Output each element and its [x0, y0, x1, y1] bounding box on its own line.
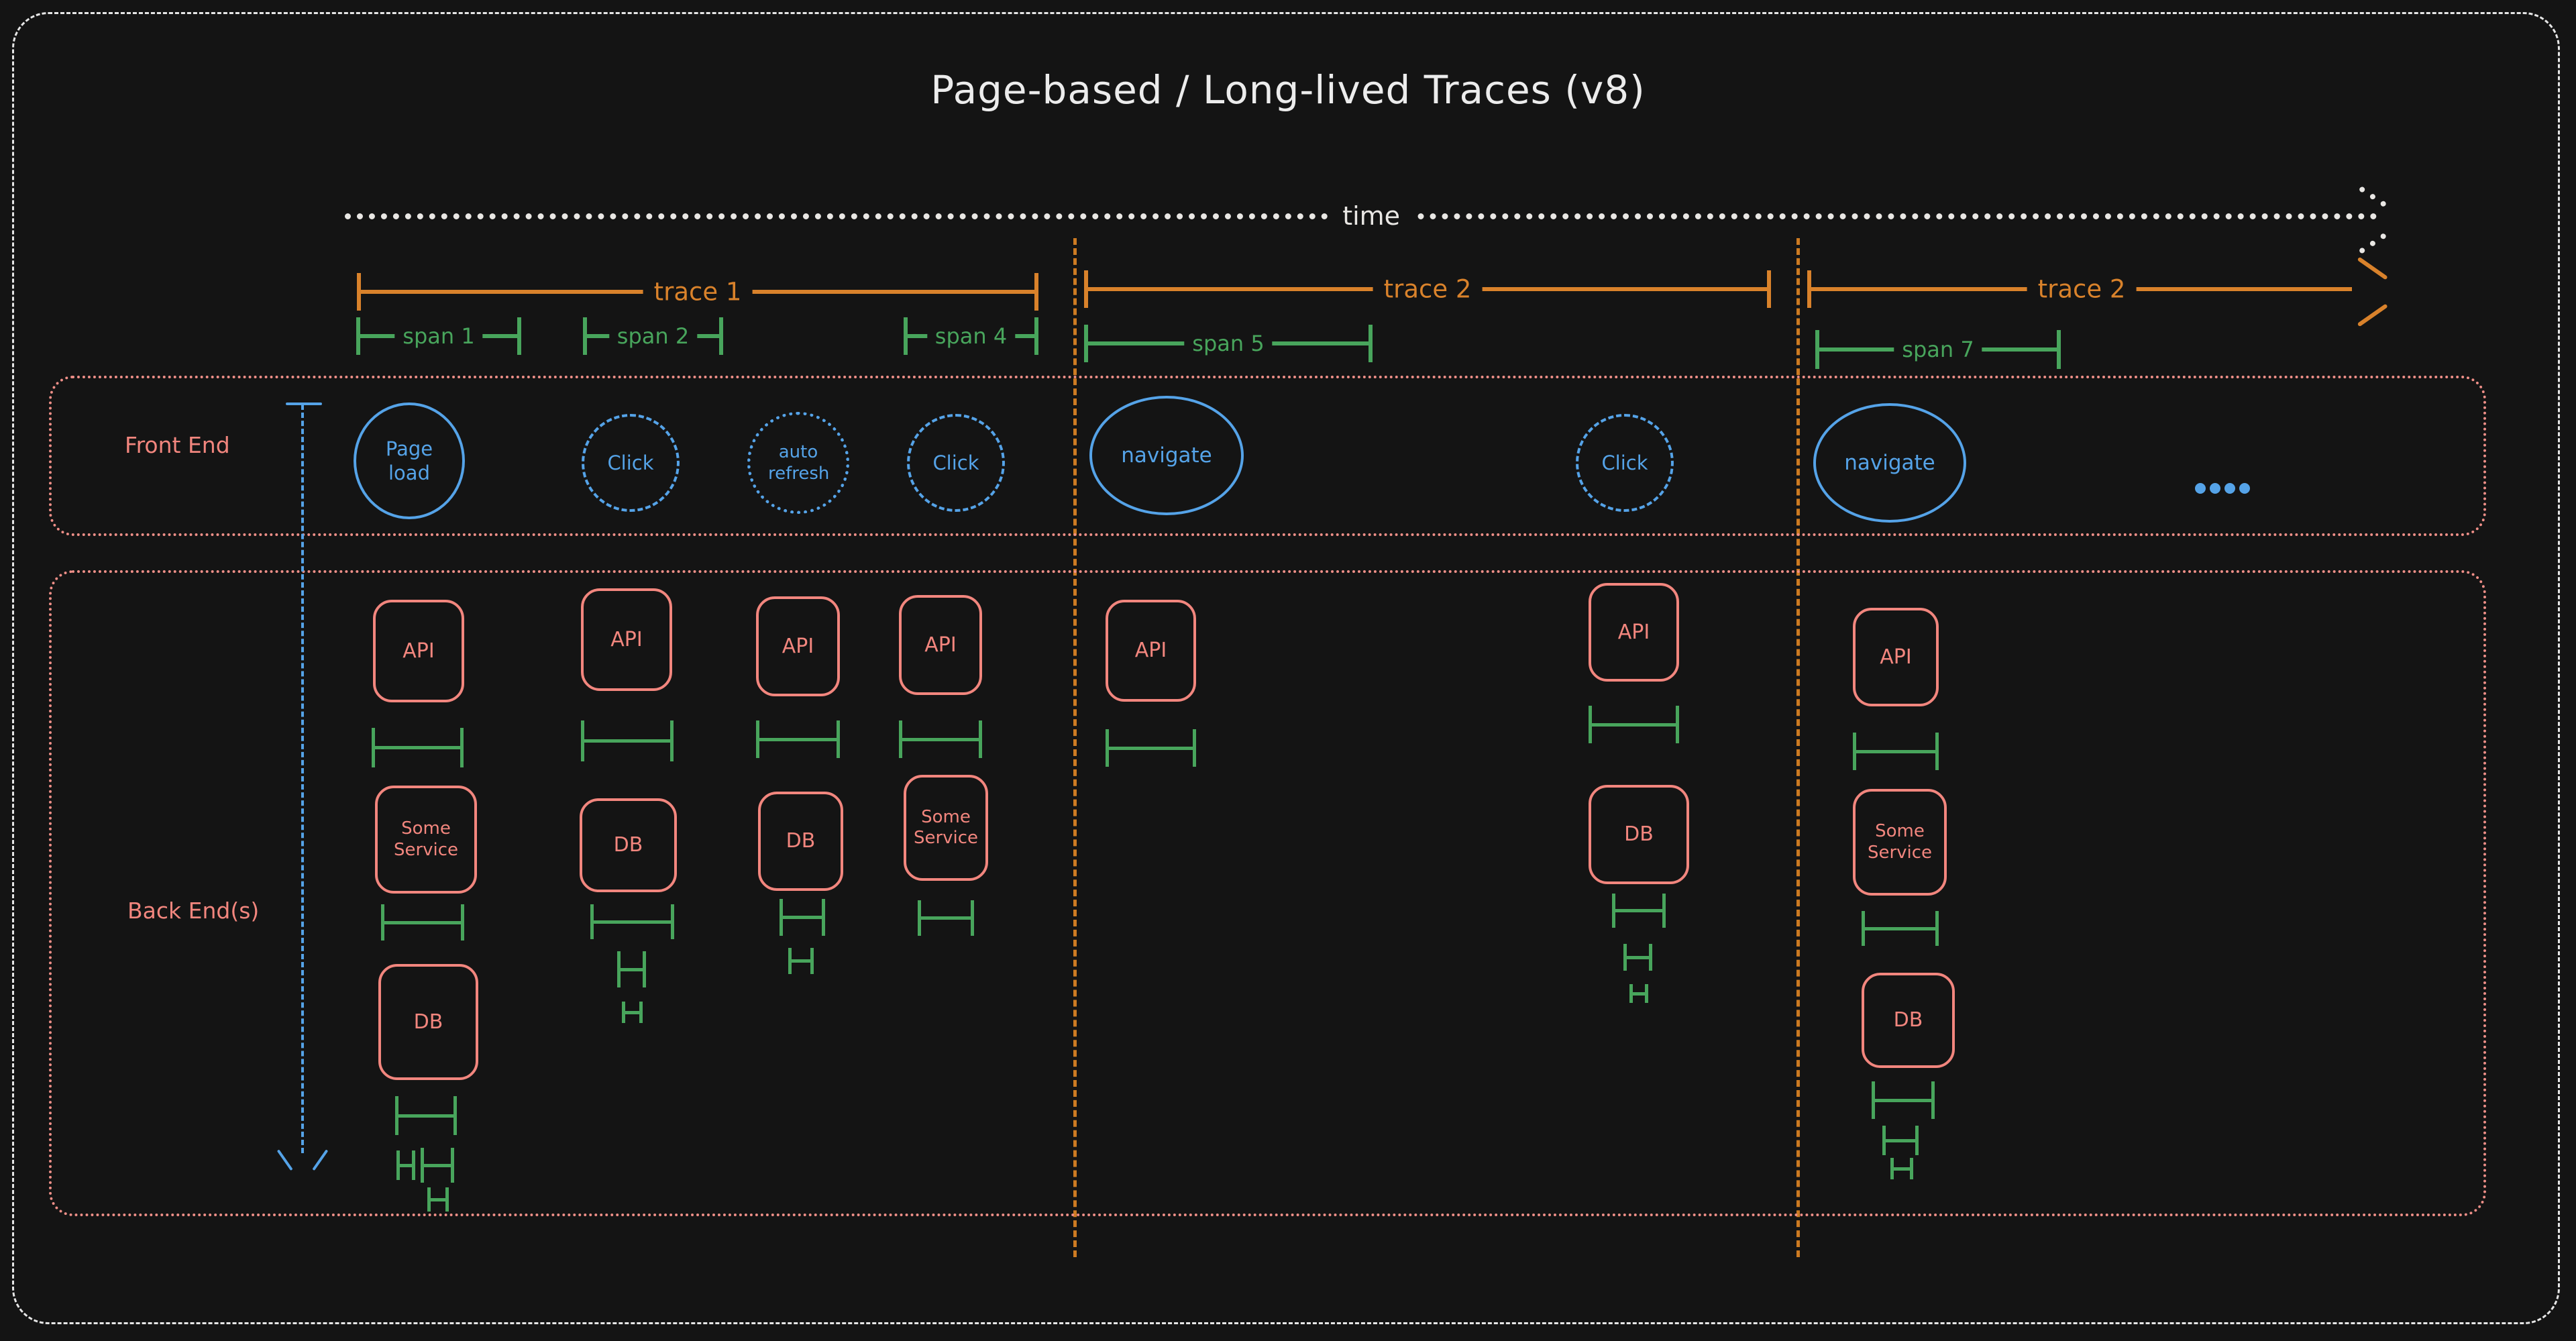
span-1-label: span 1 — [394, 323, 483, 349]
span-5-label: span 5 — [1184, 331, 1273, 356]
span-ibeam — [1882, 1126, 1919, 1155]
frontend-lane-label: Front End — [125, 432, 230, 458]
span-ibeam — [395, 1096, 457, 1135]
span-ibeam — [756, 720, 840, 758]
span-ibeam — [1106, 729, 1196, 767]
page-load-event: Page load — [354, 403, 465, 519]
page-load-event-label: Page load — [385, 437, 433, 484]
span-4-label: span 4 — [926, 323, 1016, 349]
navigate-event: navigate — [1089, 396, 1244, 515]
span-ibeam — [427, 1187, 449, 1212]
db-box: DB — [758, 792, 843, 891]
some-service-box-label: Some Service — [393, 818, 459, 860]
api-box-label: API — [1134, 639, 1167, 662]
span-ibeam — [372, 728, 464, 767]
trace-separator — [1073, 238, 1077, 1257]
span-ibeam — [590, 904, 674, 939]
auto-refresh-event-label: auto refresh — [768, 441, 830, 484]
session-start-tick — [286, 403, 322, 405]
ellipsis-icon — [2195, 483, 2250, 494]
span-ibeam — [1612, 894, 1666, 928]
span-ibeam — [622, 1002, 643, 1023]
span-ibeam — [918, 900, 974, 936]
span-ibeam — [1890, 1158, 1913, 1179]
click-event: Click — [1576, 414, 1674, 512]
span-ibeam — [396, 1150, 415, 1180]
trace-1-label: trace 1 — [643, 277, 753, 307]
api-box-label: API — [1617, 620, 1650, 644]
api-box: API — [581, 588, 672, 691]
db-box-label: DB — [1624, 822, 1654, 846]
outer-dashed-border — [12, 12, 2560, 1324]
span-ibeam — [1589, 706, 1679, 743]
session-flow-line — [301, 405, 304, 1153]
span-7: span 7 — [1815, 330, 2061, 369]
span-ibeam — [780, 899, 825, 936]
navigate-event: navigate — [1813, 403, 1966, 523]
some-service-box: Some Service — [1853, 789, 1947, 896]
db-box: DB — [1862, 973, 1955, 1068]
trace-1-segment: trace 1 — [357, 273, 1038, 311]
span-ibeam — [788, 948, 814, 974]
db-box: DB — [378, 964, 478, 1080]
api-box-label: API — [924, 633, 957, 657]
span-2: span 2 — [583, 317, 723, 355]
span-ibeam — [381, 904, 464, 941]
api-box: API — [373, 600, 464, 702]
span-ibeam — [1629, 984, 1648, 1003]
click-event-label: Click — [607, 451, 654, 474]
span-ibeam — [1623, 944, 1652, 971]
span-ibeam — [899, 720, 982, 758]
api-box-label: API — [610, 627, 643, 651]
trace-separator — [1796, 238, 1800, 1257]
span-5: span 5 — [1084, 325, 1373, 362]
backend-lane — [49, 570, 2486, 1216]
span-ibeam — [421, 1148, 454, 1183]
span-ibeam — [1872, 1081, 1935, 1119]
page-title: Page-based / Long-lived Traces (v8) — [930, 67, 1646, 113]
backend-lane-label: Back End(s) — [127, 898, 260, 924]
api-box-label: API — [402, 639, 435, 663]
db-box-label: DB — [413, 1010, 443, 1034]
click-event: Click — [582, 414, 680, 512]
api-box: API — [1853, 608, 1939, 706]
some-service-box-label: Some Service — [913, 806, 979, 848]
span-ibeam — [581, 720, 674, 761]
trace-2-segment: trace 2 — [1084, 270, 1771, 308]
db-box-label: DB — [1893, 1008, 1923, 1032]
db-box-label: DB — [786, 829, 816, 853]
navigate-event-label: navigate — [1121, 443, 1212, 468]
api-box-label: API — [1880, 645, 1912, 669]
api-box: API — [1106, 600, 1196, 702]
trace-2-continued-segment: trace 2 — [1807, 270, 2352, 308]
some-service-box: Some Service — [904, 775, 988, 881]
span-ibeam — [1862, 911, 1939, 946]
span-ibeam — [1853, 733, 1939, 770]
api-box-label: API — [782, 634, 814, 658]
db-box-label: DB — [613, 833, 643, 857]
span-4: span 4 — [904, 317, 1038, 355]
frontend-lane — [49, 376, 2486, 536]
auto-refresh-event: auto refresh — [747, 412, 849, 514]
time-axis: time — [345, 201, 2377, 231]
some-service-box-label: Some Service — [1867, 821, 1933, 863]
db-box: DB — [580, 798, 677, 892]
db-box: DB — [1589, 785, 1689, 884]
click-event: Click — [907, 414, 1005, 512]
api-box: API — [899, 595, 982, 695]
span-1: span 1 — [356, 317, 521, 355]
api-box: API — [1589, 583, 1679, 682]
span-ibeam — [617, 951, 646, 987]
api-box: API — [756, 596, 840, 696]
trace-2-label: trace 2 — [1373, 274, 1483, 304]
click-event-label: Click — [932, 451, 979, 474]
some-service-box: Some Service — [375, 786, 477, 894]
trace-2-continued-label: trace 2 — [2027, 274, 2137, 304]
navigate-event-label: navigate — [1844, 450, 1935, 475]
span-7-label: span 7 — [1894, 337, 1982, 362]
span-2-label: span 2 — [608, 323, 698, 349]
time-axis-label: time — [1329, 201, 1414, 231]
click-event-label: Click — [1601, 451, 1648, 474]
